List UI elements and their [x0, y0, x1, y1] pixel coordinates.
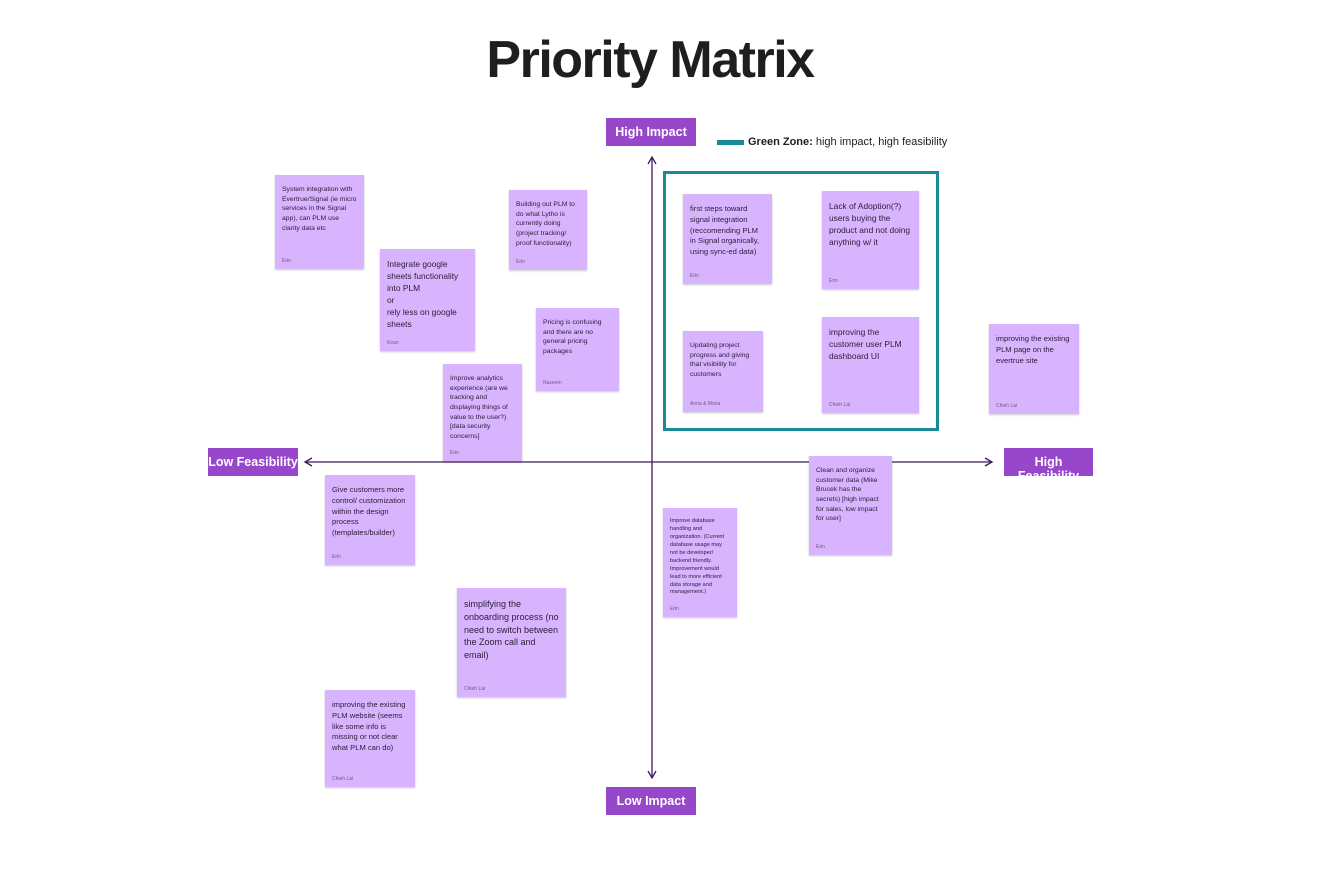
sticky-note[interactable]: improving the existing PLM website (seem… — [325, 690, 415, 787]
note-author: Erin — [450, 450, 459, 456]
low-impact-label: Low Impact — [606, 787, 696, 815]
note-author: Erin — [829, 278, 838, 284]
sticky-note[interactable]: improving the customer user PLM dashboar… — [822, 317, 919, 413]
note-author: Chieh Lai — [464, 686, 486, 692]
note-author: Erin — [332, 554, 341, 560]
note-author: Erin — [690, 273, 699, 279]
high-feasibility-label: High Feasibility — [1004, 448, 1093, 483]
note-author: Chieh Lai — [829, 402, 851, 408]
sticky-note[interactable]: Updating project progress and giving tha… — [683, 331, 763, 412]
sticky-note[interactable]: simplifying the onboarding process (no n… — [457, 588, 566, 697]
note-author: Anna & Mona — [690, 401, 721, 407]
legend-swatch — [717, 139, 744, 145]
high-impact-label: High Impact — [606, 118, 696, 146]
sticky-note[interactable]: improving the existing PLM page on the e… — [989, 324, 1079, 414]
sticky-note[interactable]: first steps toward signal integration (r… — [683, 194, 772, 284]
note-author: Chieh Lai — [332, 776, 354, 782]
sticky-note[interactable]: Clean and organize customer data (Mike B… — [809, 456, 892, 555]
low-feasibility-label: Low Feasibility — [208, 448, 298, 476]
sticky-note[interactable]: Improve analytics experience (are we tra… — [443, 364, 522, 461]
legend-title: Green Zone: — [748, 136, 813, 148]
note-author: Kiran — [387, 340, 399, 346]
sticky-note[interactable]: Improve database handling and organizati… — [663, 508, 737, 617]
note-author: Erin — [282, 258, 291, 264]
sticky-note[interactable]: Give customers more control/ customizati… — [325, 475, 415, 565]
green-zone-box — [663, 171, 939, 431]
page-title: Priority Matrix — [486, 31, 815, 89]
sticky-note[interactable]: System integration with Evertrue/Signal … — [275, 175, 364, 269]
note-author: Erin — [816, 544, 825, 550]
legend-text: high impact, high feasibility — [812, 136, 948, 148]
green-zone-legend: Green Zone: high impact, high feasibilit… — [717, 136, 947, 148]
note-author: Naseem — [543, 380, 562, 386]
sticky-note[interactable]: Pricing is confusing and there are no ge… — [536, 308, 619, 391]
sticky-note[interactable]: Building out PLM to do what Lytho is cur… — [509, 190, 587, 270]
note-author: Erin — [516, 259, 525, 265]
note-author: Chieh Lai — [996, 403, 1018, 409]
note-author: Erin — [670, 606, 679, 612]
sticky-note[interactable]: Lack of Adoption(?) users buying the pro… — [822, 191, 919, 289]
sticky-note[interactable]: Integrate google sheets functionality in… — [380, 249, 475, 351]
